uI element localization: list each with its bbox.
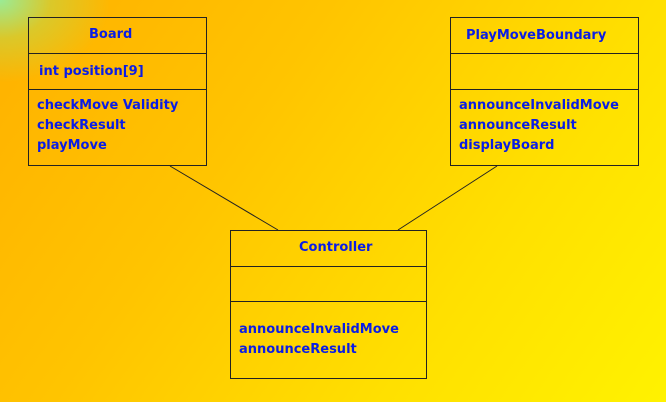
operation-item: displayBoard [459,138,555,153]
class-play-move-boundary-attributes [451,53,638,90]
class-play-move-boundary-name: PlayMoveBoundary [466,28,607,43]
operation-item: announceInvalidMove [239,322,399,337]
operation-item: checkMove Validity [37,98,179,113]
operation-item: playMove [37,138,107,153]
association-board-controller [169,165,279,231]
operation-item: announceResult [459,118,577,133]
class-board-name: Board [89,27,133,42]
operation-item: announceInvalidMove [459,98,619,113]
class-board[interactable]: Board int position[9] checkMove Validity… [28,17,207,166]
class-controller-operations: announceInvalidMove announceResult [231,301,426,357]
class-board-operations: checkMove Validity checkResult playMove [29,89,206,153]
class-board-attributes: int position[9] [29,53,206,90]
operation-item: checkResult [37,118,126,133]
class-controller[interactable]: Controller announceInvalidMove announceR… [230,230,427,379]
class-play-move-boundary-operations: announceInvalidMove announceResult displ… [451,89,638,153]
class-play-move-boundary[interactable]: PlayMoveBoundary announceInvalidMove ann… [450,17,639,166]
attribute-item: int position[9] [39,64,144,79]
class-controller-attributes [231,266,426,302]
operation-item: announceResult [239,342,357,357]
class-controller-name: Controller [299,240,373,255]
association-boundary-controller [397,165,498,231]
